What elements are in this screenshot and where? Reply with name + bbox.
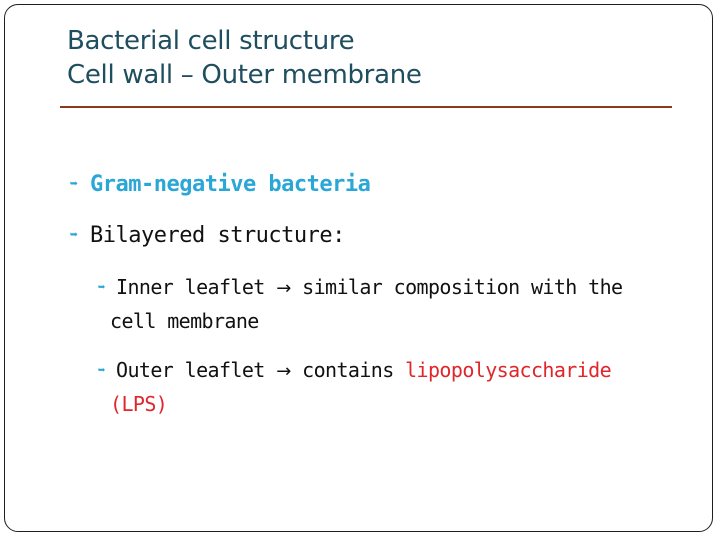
slide-title: Bacterial cell structure Cell wall – Out…	[67, 24, 422, 92]
curved-arrow-bullet-icon: ➥	[98, 363, 105, 377]
title-line-2: Cell wall – Outer membrane	[67, 60, 422, 90]
sub-bullet-rest: similar composition with the	[302, 275, 623, 299]
bullet-text: Bilayered structure:	[90, 223, 345, 248]
bullet-bilayered: ➥ Bilayered structure:	[70, 223, 345, 248]
title-line-1: Bacterial cell structure	[67, 26, 355, 56]
sub-bullet-inner-leaflet: ➥ Inner leaflet → similar composition wit…	[98, 271, 623, 337]
curved-arrow-bullet-icon: ➥	[98, 280, 105, 294]
highlight-lipopolysaccharide: lipopolysaccharide	[405, 358, 612, 382]
right-arrow-icon: →	[276, 278, 291, 299]
slide-frame	[4, 4, 713, 532]
sub-bullet-continuation: cell membrane	[110, 309, 259, 333]
curved-arrow-bullet-icon: ➥	[70, 228, 78, 243]
right-arrow-icon: →	[276, 361, 291, 382]
bullet-text: Gram-negative bacteria	[90, 172, 371, 197]
sub-bullet-outer-leaflet: ➥ Outer leaflet → contains lipopolysaccha…	[98, 354, 612, 420]
sub-bullet-lead: Inner leaflet	[116, 275, 265, 299]
curved-arrow-bullet-icon: ➥	[70, 177, 78, 192]
bullet-gram-negative: ➥ Gram-negative bacteria	[70, 172, 371, 197]
sub-bullet-lead: Outer leaflet	[116, 358, 265, 382]
highlight-lps: (LPS)	[110, 392, 168, 416]
sub-bullet-rest: contains	[302, 358, 394, 382]
title-divider	[60, 106, 672, 108]
